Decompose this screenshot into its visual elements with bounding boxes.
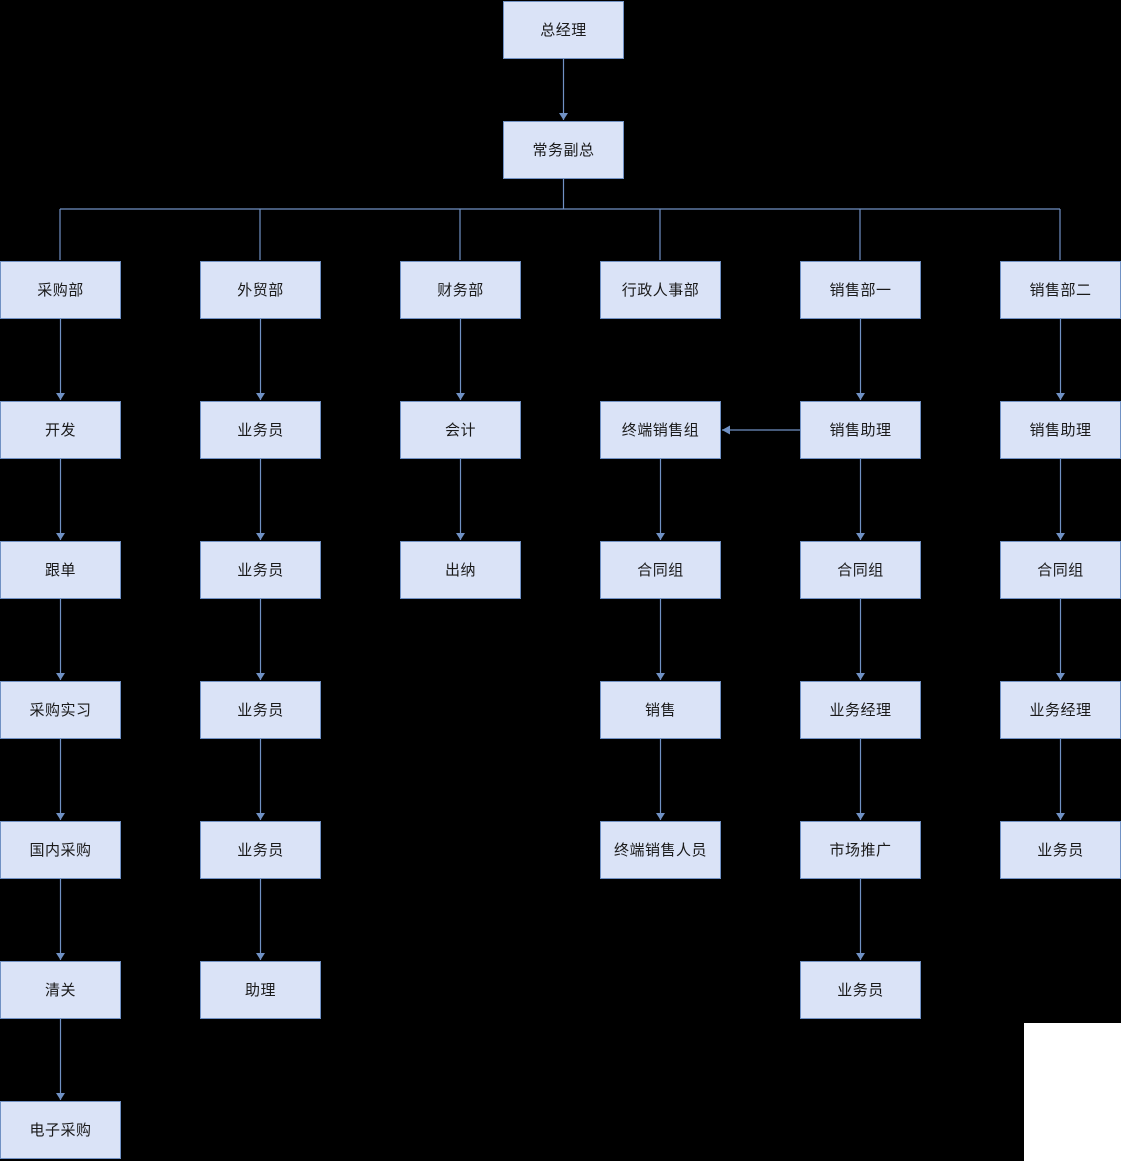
- org-node-label: 终端销售人员: [613, 841, 707, 859]
- org-node-label: 业务员: [237, 841, 284, 859]
- org-node-label: 销售部一: [829, 281, 892, 299]
- white-corner-patch: [1024, 1023, 1121, 1161]
- org-node[interactable]: 国内采购: [0, 821, 121, 879]
- org-node[interactable]: 采购部: [0, 261, 121, 319]
- org-node-label: 合同组: [837, 561, 884, 579]
- org-node-label: 总经理: [540, 21, 587, 39]
- org-node-label: 业务经理: [1029, 701, 1092, 719]
- org-node[interactable]: 市场推广: [800, 821, 921, 879]
- org-node-label: 销售助理: [1029, 421, 1092, 439]
- org-node[interactable]: 会计: [400, 401, 521, 459]
- org-node-label: 电子采购: [29, 1121, 92, 1139]
- org-node-label: 助理: [244, 981, 276, 999]
- org-node[interactable]: 行政人事部: [600, 261, 721, 319]
- org-node[interactable]: 财务部: [400, 261, 521, 319]
- org-node[interactable]: 采购实习: [0, 681, 121, 739]
- org-node-label: 财务部: [437, 281, 484, 299]
- org-node-label: 合同组: [637, 561, 684, 579]
- org-node-label: 外贸部: [237, 281, 284, 299]
- org-node[interactable]: 合同组: [600, 541, 721, 599]
- org-node[interactable]: 跟单: [0, 541, 121, 599]
- org-node-label: 销售: [644, 701, 676, 719]
- org-node[interactable]: 销售: [600, 681, 721, 739]
- org-node-label: 业务经理: [829, 701, 892, 719]
- org-node-label: 业务员: [237, 561, 284, 579]
- org-node[interactable]: 业务员: [200, 821, 321, 879]
- org-node[interactable]: 销售助理: [800, 401, 921, 459]
- org-node[interactable]: 开发: [0, 401, 121, 459]
- org-node-label: 常务副总: [532, 141, 595, 159]
- org-node[interactable]: 业务员: [200, 401, 321, 459]
- org-node[interactable]: 出纳: [400, 541, 521, 599]
- org-node-label: 业务员: [1037, 841, 1084, 859]
- org-node-label: 市场推广: [829, 841, 892, 859]
- org-node[interactable]: 合同组: [1000, 541, 1121, 599]
- org-node[interactable]: 合同组: [800, 541, 921, 599]
- org-node-label: 跟单: [44, 561, 76, 579]
- org-node-label: 采购部: [37, 281, 84, 299]
- org-node-label: 销售助理: [829, 421, 892, 439]
- org-node[interactable]: 销售助理: [1000, 401, 1121, 459]
- org-node[interactable]: 外贸部: [200, 261, 321, 319]
- org-node-label: 会计: [444, 421, 476, 439]
- org-node[interactable]: 销售部一: [800, 261, 921, 319]
- org-node-label: 出纳: [444, 561, 476, 579]
- org-node-label: 开发: [44, 421, 76, 439]
- org-node[interactable]: 清关: [0, 961, 121, 1019]
- org-node[interactable]: 常务副总: [503, 121, 624, 179]
- org-node-label: 终端销售组: [621, 421, 700, 439]
- org-node[interactable]: 终端销售人员: [600, 821, 721, 879]
- org-node[interactable]: 销售部二: [1000, 261, 1121, 319]
- org-node-label: 合同组: [1037, 561, 1084, 579]
- org-node[interactable]: 助理: [200, 961, 321, 1019]
- org-node[interactable]: 业务员: [200, 681, 321, 739]
- org-node-label: 销售部二: [1029, 281, 1092, 299]
- org-node-label: 国内采购: [29, 841, 92, 859]
- org-node-label: 业务员: [837, 981, 884, 999]
- org-node[interactable]: 电子采购: [0, 1101, 121, 1159]
- org-node-label: 业务员: [237, 701, 284, 719]
- org-node-label: 业务员: [237, 421, 284, 439]
- org-node[interactable]: 业务员: [1000, 821, 1121, 879]
- org-node[interactable]: 业务经理: [800, 681, 921, 739]
- org-node[interactable]: 业务员: [200, 541, 321, 599]
- org-node-label: 采购实习: [29, 701, 92, 719]
- org-node-label: 清关: [44, 981, 76, 999]
- org-node[interactable]: 业务员: [800, 961, 921, 1019]
- org-node[interactable]: 业务经理: [1000, 681, 1121, 739]
- org-node-label: 行政人事部: [621, 281, 700, 299]
- org-node[interactable]: 终端销售组: [600, 401, 721, 459]
- org-node[interactable]: 总经理: [503, 1, 624, 59]
